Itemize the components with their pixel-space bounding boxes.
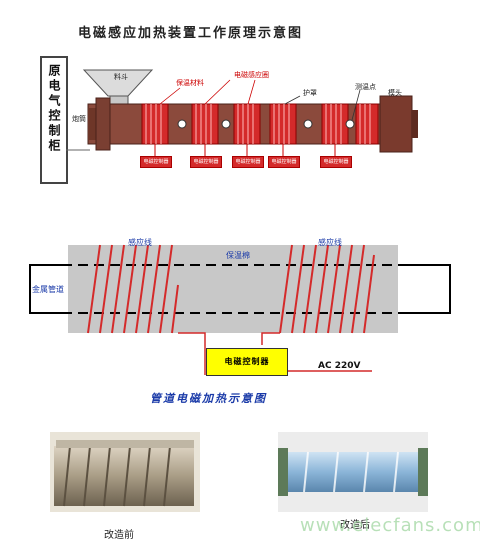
coil-group-6	[355, 103, 379, 145]
top-diagram-title: 电磁感应加热装置工作原理示意图	[78, 26, 304, 41]
controller-box-2: 电磁控制器	[190, 156, 222, 168]
coil-label: 电磁感应圈	[234, 71, 269, 79]
coil-right-label: 感应线	[318, 238, 342, 247]
guard-label: 护罩	[303, 89, 317, 97]
after-label: 改造后	[340, 520, 370, 531]
hopper-label: 料斗	[114, 73, 128, 81]
before-label: 改造前	[104, 530, 134, 541]
die-tip	[412, 110, 418, 138]
top-diagram-svg	[66, 69, 418, 156]
controller-box-3: 电磁控制器	[232, 156, 264, 168]
barrel-end	[88, 108, 96, 140]
coil-group-4	[269, 103, 297, 145]
head-label: 模头	[388, 89, 402, 97]
pipe-diagram-svg	[29, 244, 451, 375]
measure-point	[345, 119, 355, 129]
electromagnetic-controller: 电磁控制器	[206, 348, 288, 376]
electrical-cabinet: 原电气控制柜	[40, 56, 68, 184]
barrel-label: 炮筒	[72, 115, 86, 123]
coil-left	[87, 244, 179, 334]
photo-after	[278, 432, 428, 512]
measure-label: 测温点	[355, 83, 376, 91]
coil-group-2	[191, 103, 219, 145]
cabinet-label: 原电气控制柜	[47, 64, 61, 154]
insulation-cotton-label: 保温棉	[226, 251, 250, 260]
coil-group-3	[233, 103, 261, 145]
measure-point	[177, 119, 187, 129]
controller-box-1: 电磁控制器	[140, 156, 172, 168]
coil-group-1	[141, 103, 169, 145]
measure-point	[303, 119, 313, 129]
photo-before	[50, 432, 200, 512]
watermark: www.elecfans.com	[300, 515, 480, 536]
metal-pipe-label: 金属管道	[32, 284, 64, 295]
die-head	[379, 95, 413, 153]
voltage-label: AC 220V	[318, 361, 361, 371]
barrel-flange	[95, 97, 111, 151]
pipe-diagram-caption: 管道电磁加热示意图	[150, 392, 267, 405]
controller-box-5: 电磁控制器	[320, 156, 352, 168]
controller-box-4: 电磁控制器	[268, 156, 300, 168]
measure-point	[221, 119, 231, 129]
coil-group-5	[321, 103, 349, 145]
coil-right	[279, 244, 375, 334]
insulation-label: 保温材料	[176, 79, 204, 87]
coil-left-label: 感应线	[128, 238, 152, 247]
